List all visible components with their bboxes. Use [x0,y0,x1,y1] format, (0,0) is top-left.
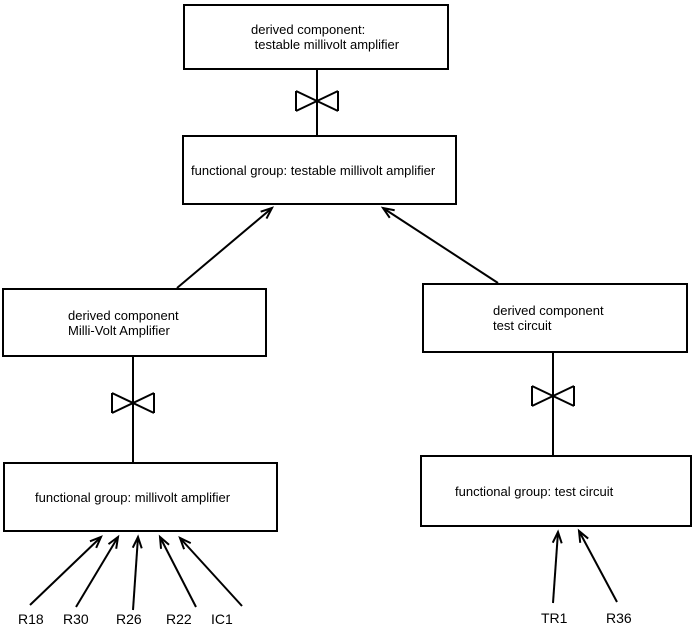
arrow-r30 [75,534,120,608]
node-functional-group-test-circuit: functional group: test circuit [420,455,692,527]
node-derived-millivolt-amplifier: derived component Milli-Volt Amplifier [2,288,267,357]
arrow-r26 [131,534,143,611]
component-label-r18: R18 [18,611,44,627]
arrow-millivolt-to-testable [176,206,275,289]
node-label: derived component: testable millivolt am… [251,22,400,52]
bowtie-icon-right [531,385,575,407]
bowtie-icon-left [111,392,155,414]
node-derived-test-circuit: derived component test circuit [422,283,688,353]
node-functional-group-testable-amplifier: functional group: testable millivolt amp… [182,135,457,205]
component-label-r36: R36 [606,610,632,626]
arrow-r36 [577,528,618,603]
component-label-r22: R22 [166,611,192,627]
component-label-r30: R30 [63,611,89,627]
arrow-testcircuit-to-testable [380,206,499,284]
node-label: functional group: testable millivolt amp… [191,162,436,178]
node-label: derived component Milli-Volt Amplifier [68,307,179,338]
arrow-r22 [158,534,197,608]
arrow-tr1 [551,529,563,604]
bowtie-icon-top [295,90,339,112]
node-functional-group-millivolt-amplifier: functional group: millivolt amplifier [3,462,278,532]
arrow-r18 [29,535,103,606]
node-label: derived component test circuit [493,303,604,333]
component-label-r26: R26 [116,611,142,627]
node-label: functional group: millivolt amplifier [35,489,231,505]
node-derived-testable-amplifier: derived component: testable millivolt am… [183,4,449,70]
node-label: functional group: test circuit [455,483,614,499]
component-label-tr1: TR1 [541,610,568,626]
component-label-ic1: IC1 [211,611,233,627]
arrow-ic1 [178,536,243,607]
